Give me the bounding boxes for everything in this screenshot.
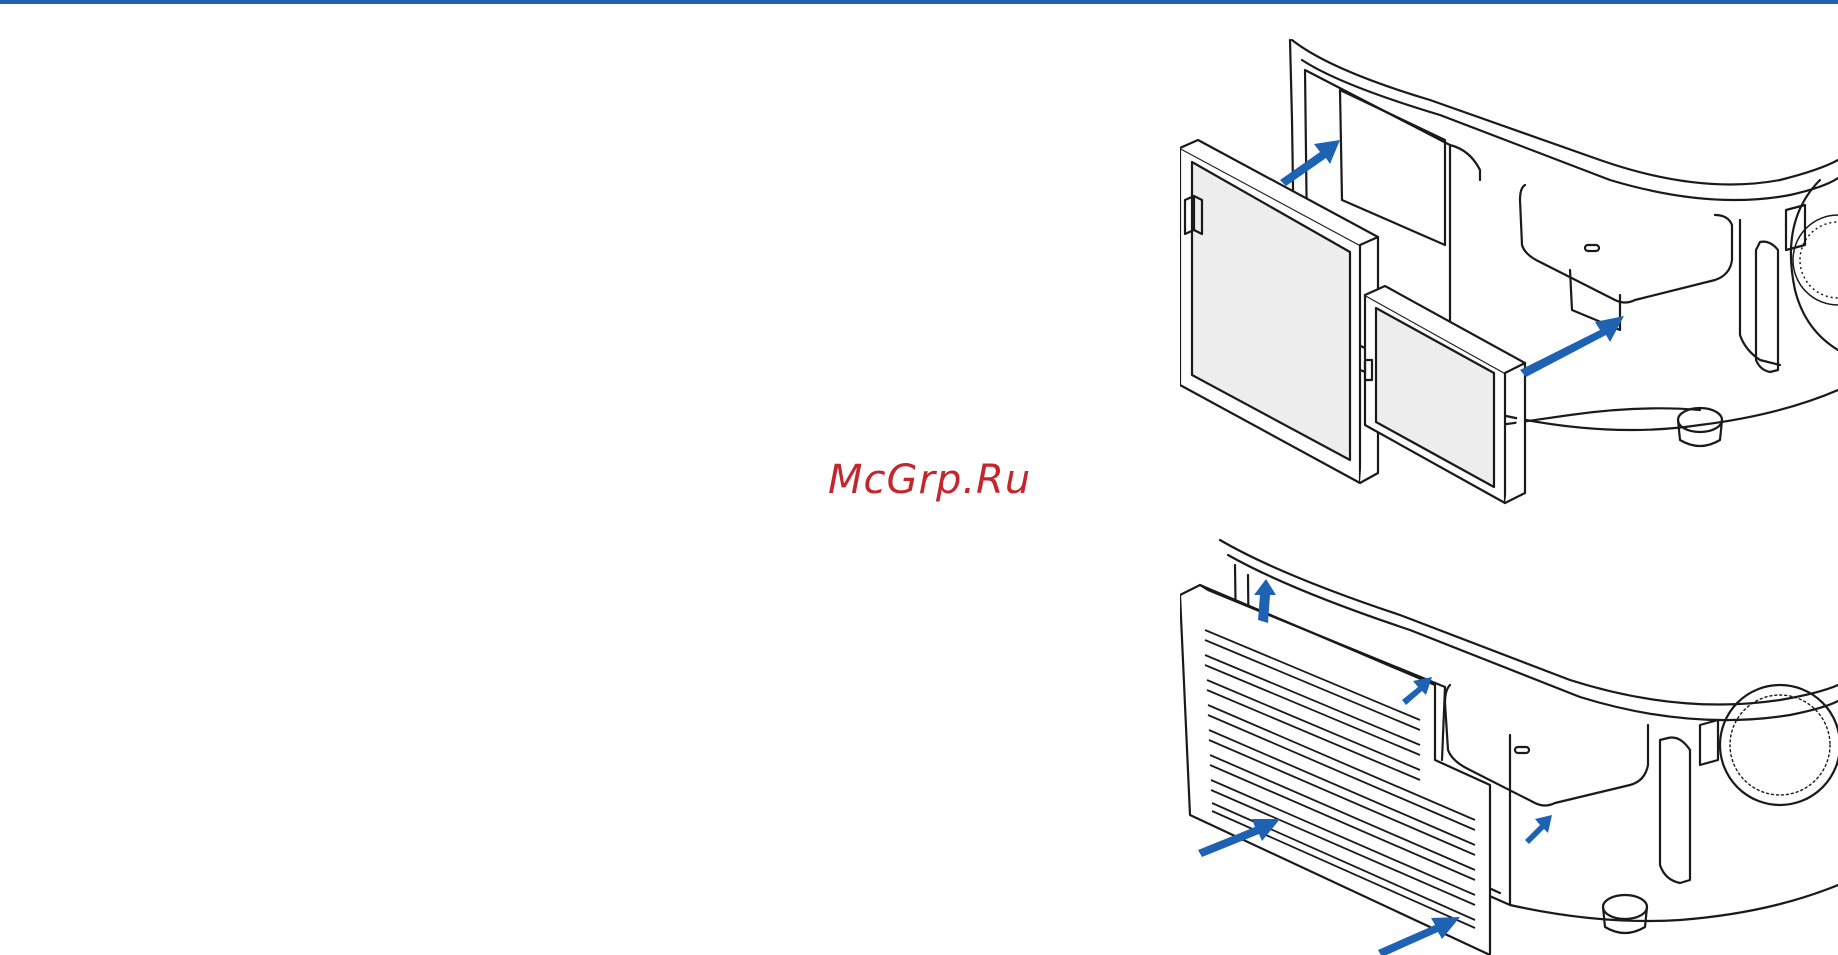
header-rule — [0, 0, 1838, 4]
arrow-hook-3 — [1525, 815, 1552, 844]
filter-cover-attach-illustration — [1180, 535, 1838, 955]
watermark-text: McGrp.Ru — [828, 457, 1031, 503]
filter-cover-drawing — [1180, 535, 1838, 955]
filter-insertion-illustration — [1180, 30, 1838, 510]
arrow-upper — [1280, 140, 1340, 186]
filter-insertion-drawing — [1180, 30, 1838, 510]
arrow-lower — [1520, 316, 1624, 377]
